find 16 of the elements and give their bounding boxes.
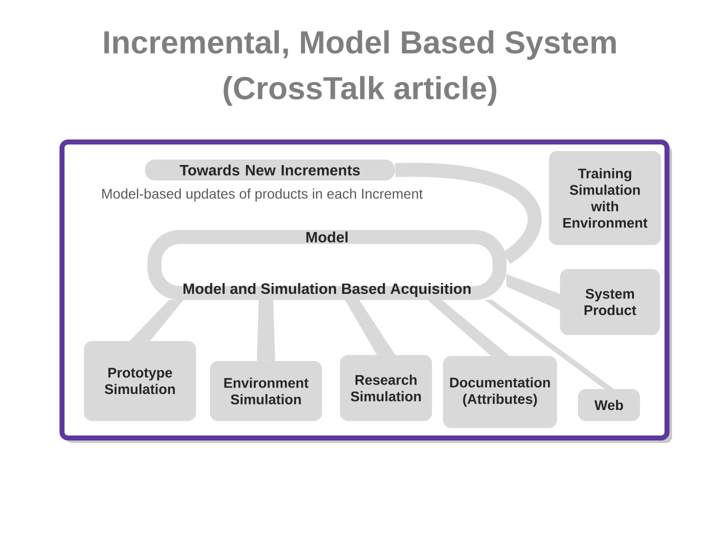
connector-band [130,300,184,341]
text-box: Training Simulation with Environment [549,151,661,245]
slide-title: Incremental, Model Based System (CrossTalk article) [104,30,616,106]
connector-band [256,300,276,361]
curved-band-label: Towards New Increments [145,160,395,180]
text-box: Web [578,389,640,421]
connector-band [484,300,614,389]
connector-band [506,274,560,310]
connector-band [344,300,396,355]
annotation-text: Model-based updates of products in each Increment [102,188,423,202]
ring-label: Model and Simulation Based Acquisition [184,283,471,297]
text-box: Environment Simulation [210,361,322,421]
connector-band [428,300,510,356]
curved-connector [395,163,542,264]
ring-label: Model [306,232,348,242]
text-box: Documentation (Attributes) [443,356,557,428]
